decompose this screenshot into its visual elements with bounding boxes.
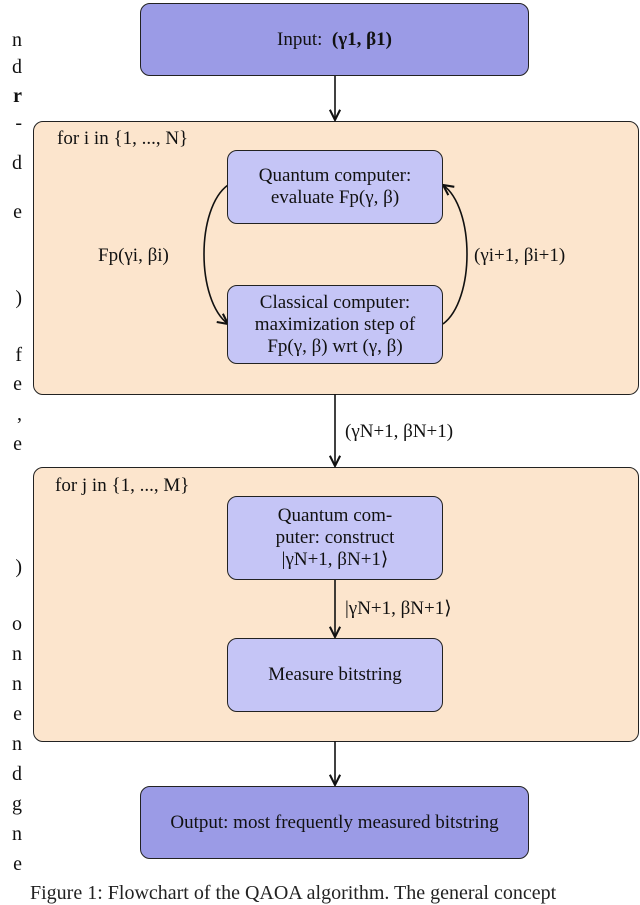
quantum-evaluate-line2: evaluate Fp(γ, β) [270, 187, 400, 208]
margin-char: g [12, 793, 22, 815]
classical-line1: Classical computer: [259, 291, 411, 313]
classical-computer-box: Classical computer: maximization step of… [227, 285, 443, 364]
loop-j-header: for j in {1, ..., M} [55, 475, 190, 496]
arrow-left-curve [203, 184, 228, 324]
measure-bitstring-box: Measure bitstring [227, 638, 443, 712]
margin-char: e [13, 433, 22, 455]
margin-char: d [12, 763, 22, 785]
quantum-construct-line2: puter: construct [275, 527, 395, 548]
quantum-construct-box: Quantum com- puter: construct |γN+1, βN+… [227, 496, 443, 580]
arrow-right-curve [443, 185, 468, 325]
margin-char: n [12, 673, 22, 695]
margin-char: f [15, 344, 22, 366]
between-loops-label: (γN+1, βN+1) [345, 421, 454, 442]
margin-char: , [17, 403, 22, 425]
margin-char: e [13, 373, 22, 395]
margin-char: d [12, 56, 22, 78]
margin-char: n [12, 643, 22, 665]
margin-char: o [12, 613, 22, 635]
margin-char: ) [15, 556, 22, 578]
quantum-construct-line1: Quantum com- [277, 505, 393, 526]
input-box: Input: (γ1, β1) [140, 3, 529, 76]
right-curve-label: (γi+1, βi+1) [474, 245, 566, 266]
quantum-evaluate-box: Quantum computer: evaluate Fp(γ, β) [227, 150, 443, 224]
input-math: (γ1, β1) [331, 28, 392, 50]
margin-char: e [13, 853, 22, 875]
state-arrow-label: |γN+1, βN+1⟩ [345, 598, 452, 619]
output-box: Output: most frequently measured bitstri… [140, 786, 529, 859]
left-curve-label: Fp(γi, βi) [98, 245, 169, 266]
margin-char: r [13, 85, 22, 107]
figure-caption: Figure 1: Flowchart of the QAOA algorith… [30, 882, 557, 904]
quantum-construct-line3: |γN+1, βN+1⟩ [281, 549, 389, 570]
margin-char: e [13, 201, 22, 223]
loop-i-header: for i in {1, ..., N} [57, 128, 189, 149]
margin-char: n [12, 823, 22, 845]
classical-line2: maximization step of [254, 313, 416, 335]
quantum-evaluate-line1: Quantum computer: [258, 165, 412, 186]
margin-char: - [15, 112, 22, 134]
margin-char: e [13, 703, 22, 725]
margin-char: n [12, 733, 22, 755]
margin-char: ) [15, 287, 22, 309]
classical-line3: Fp(γ, β) wrt (γ, β) [267, 335, 403, 357]
input-label: Input: [277, 28, 323, 50]
margin-char: d [12, 152, 22, 174]
margin-char: n [12, 29, 22, 51]
